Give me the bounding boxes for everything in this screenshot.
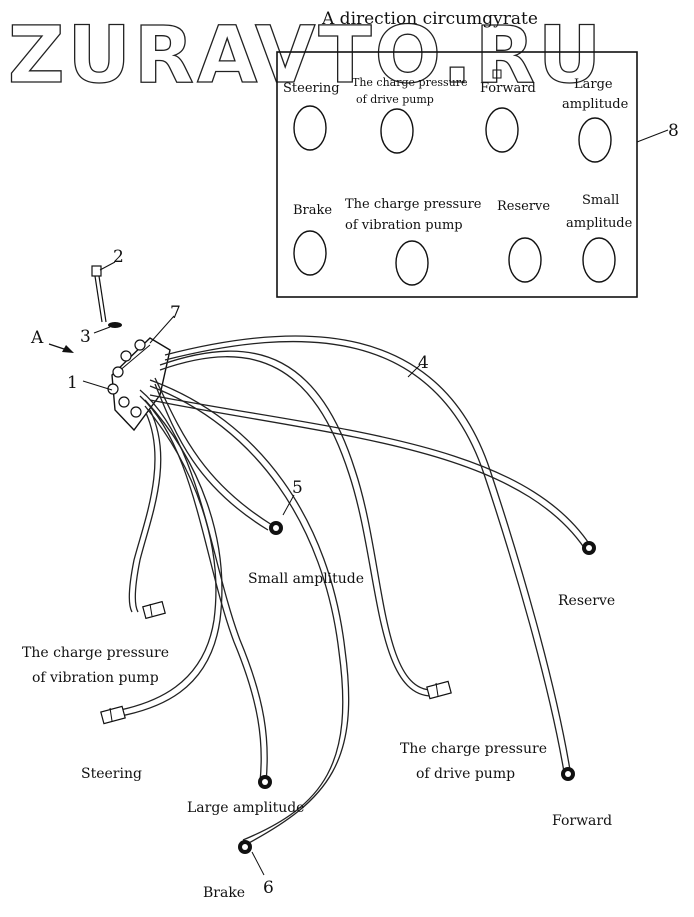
hose-label-drive-pump-l1: The charge pressure bbox=[400, 741, 547, 757]
panel-port-large-amplitude bbox=[578, 117, 612, 163]
hose-label-reserve: Reserve bbox=[558, 593, 615, 609]
hose-label-small-amplitude: Small amplitude bbox=[248, 571, 364, 587]
callout-3: 3 bbox=[80, 327, 91, 347]
leader-line-2 bbox=[99, 261, 116, 271]
leader-line-6 bbox=[251, 851, 265, 876]
washer-3 bbox=[108, 322, 122, 328]
panel-label-drive-pump-l1: The charge pressure bbox=[352, 76, 468, 89]
callout-2: 2 bbox=[113, 247, 124, 267]
callout-6: 6 bbox=[263, 878, 274, 898]
leader-line-1 bbox=[82, 380, 113, 391]
leader-line-4 bbox=[407, 364, 421, 378]
watermark: ZURAVTO.RU bbox=[8, 11, 604, 101]
hose-label-vib-pump-l1: The charge pressure bbox=[22, 645, 169, 661]
fitting-small-amplitude bbox=[269, 521, 283, 535]
hose-label-brake: Brake bbox=[203, 885, 245, 901]
view-arrow-head bbox=[62, 345, 74, 353]
hose-bundle bbox=[109, 335, 591, 846]
panel-port-steering bbox=[293, 105, 327, 151]
hose-label-steering: Steering bbox=[81, 766, 142, 782]
panel-port-reserve bbox=[508, 237, 542, 283]
hose-label-forward: Forward bbox=[552, 813, 612, 829]
panel-label-drive-pump-l2: of drive pump bbox=[356, 93, 434, 106]
leader-line-8 bbox=[636, 129, 669, 143]
callout-5: 5 bbox=[292, 478, 303, 498]
bolt-2 bbox=[91, 265, 107, 323]
leader-line-7 bbox=[149, 315, 175, 344]
callout-7: 7 bbox=[170, 303, 181, 323]
leader-line-3 bbox=[93, 326, 111, 334]
callout-4: 4 bbox=[418, 353, 429, 373]
panel-port-small-amplitude bbox=[582, 237, 616, 283]
fitting-brake bbox=[238, 840, 252, 854]
panel-port-vibration-pump bbox=[395, 240, 429, 286]
panel-label-steering: Steering bbox=[283, 81, 340, 96]
panel-label-large-l1: Large bbox=[574, 77, 613, 92]
panel-port-brake bbox=[293, 230, 327, 276]
panel-label-vib-pump-l2: of vibration pump bbox=[345, 218, 463, 233]
fitting-vibration-pump bbox=[142, 600, 166, 620]
panel-label-forward: Forward bbox=[480, 81, 536, 96]
panel-port-forward bbox=[485, 107, 519, 153]
fitting-reserve bbox=[582, 541, 596, 555]
hose-label-drive-pump-l2: of drive pump bbox=[416, 766, 515, 782]
callout-1: 1 bbox=[67, 373, 78, 393]
panel-port-drive-pump bbox=[380, 108, 414, 154]
fitting-forward bbox=[561, 767, 575, 781]
panel-label-reserve: Reserve bbox=[497, 199, 550, 214]
panel-label-brake: Brake bbox=[293, 203, 332, 218]
fitting-drive-pump bbox=[426, 680, 452, 700]
fitting-large-amplitude bbox=[258, 775, 272, 789]
panel-label-vib-pump-l1: The charge pressure bbox=[345, 197, 482, 212]
view-marker-a: A bbox=[30, 328, 44, 348]
panel-frame bbox=[276, 51, 638, 298]
panel-label-large-l2: amplitude bbox=[562, 97, 629, 112]
hose-label-large-amplitude: Large amplitude bbox=[187, 800, 304, 816]
manifold-block bbox=[107, 337, 171, 432]
callout-8: 8 bbox=[668, 121, 679, 141]
panel-label-small-l1: Small bbox=[582, 193, 619, 208]
panel-label-small-l2: amplitude bbox=[566, 216, 633, 231]
leader-line-5 bbox=[282, 494, 295, 516]
fitting-steering bbox=[100, 705, 126, 725]
hose-label-vib-pump-l2: of vibration pump bbox=[32, 670, 159, 686]
view-title: A direction circumgyrate bbox=[321, 9, 538, 29]
panel-marker-square bbox=[492, 69, 502, 79]
